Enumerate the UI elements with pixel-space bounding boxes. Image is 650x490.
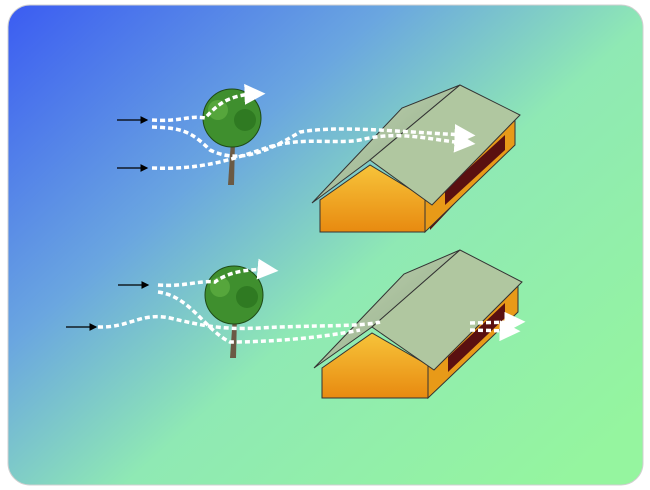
barn [311, 84, 521, 234]
airflow-line [151, 83, 266, 123]
lower-scene [66, 249, 526, 400]
upper-scene [117, 83, 521, 234]
airflow-line [157, 290, 361, 344]
barn [313, 249, 523, 400]
airflow-line [157, 258, 279, 288]
airflow-line [469, 320, 521, 342]
background-panel [7, 4, 644, 486]
airflow-line [151, 131, 476, 171]
